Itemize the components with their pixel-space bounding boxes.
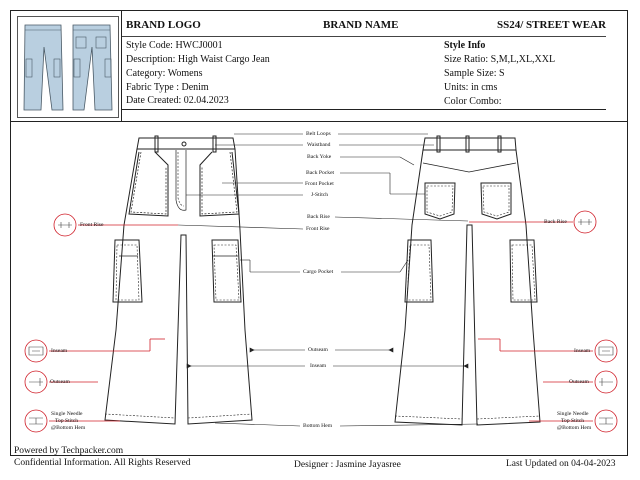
header-bottom-divider bbox=[122, 109, 606, 110]
label-front-pocket: Front Pocket bbox=[305, 181, 334, 187]
jeans-thumbnail-icon bbox=[23, 24, 113, 111]
season-label: SS24/ STREET WEAR bbox=[497, 19, 607, 31]
label-inseam-center: Inseam bbox=[310, 363, 327, 369]
color-combo: Color Combo: bbox=[444, 96, 502, 107]
style-info-title: Style Info bbox=[444, 40, 486, 51]
last-updated: Last Updated on 04-04-2023 bbox=[506, 459, 616, 469]
label-outseam-right: Outseam bbox=[569, 379, 589, 385]
category: Category: Womens bbox=[126, 68, 203, 79]
tech-pack-sheet bbox=[10, 10, 628, 456]
brand-name: BRAND NAME bbox=[323, 19, 399, 31]
label-stitch-right-1: Single Needle bbox=[557, 411, 589, 417]
description: Description: High Waist Cargo Jean bbox=[126, 54, 270, 65]
label-belt-loops: Belt Loops bbox=[306, 131, 331, 137]
measure-glyph-icons bbox=[28, 219, 614, 425]
label-back-rise-right: Back Rise bbox=[544, 219, 567, 225]
label-stitch-left-3: @Bottom Hem bbox=[51, 425, 86, 431]
label-inseam-left: Inseam bbox=[51, 348, 68, 354]
units: Units: in cms bbox=[444, 82, 498, 93]
header-bottom-divider-2 bbox=[10, 121, 628, 122]
confidential-notice: Confidential Information. All Rights Res… bbox=[14, 458, 191, 468]
label-stitch-left-2: Top Stitch bbox=[55, 418, 79, 424]
label-front-rise-center: Front Rise bbox=[306, 226, 330, 232]
brand-logo-text: BRAND LOGO bbox=[126, 19, 201, 31]
measurement-callouts bbox=[24, 210, 618, 433]
front-view-sketch bbox=[104, 135, 253, 425]
sample-size: Sample Size: S bbox=[444, 68, 505, 79]
label-waistband: Waistband bbox=[307, 142, 331, 148]
label-back-pocket: Back Pocket bbox=[306, 170, 335, 176]
header-divider bbox=[122, 36, 606, 37]
powered-by-link[interactable]: Powered by Techpacker.com bbox=[14, 446, 124, 456]
label-j-stitch: J-Stitch bbox=[311, 192, 329, 198]
back-view-sketch bbox=[394, 135, 541, 426]
label-stitch-right-3: @Bottom Hem bbox=[557, 425, 592, 431]
label-front-rise-left: Front Rise bbox=[80, 222, 104, 228]
style-code: Style Code: HWCJ0001 bbox=[126, 40, 223, 51]
thumb-divider bbox=[121, 10, 122, 121]
label-stitch-left-1: Single Needle bbox=[51, 411, 83, 417]
size-ratio: Size Ratio: S,M,L,XL,XXL bbox=[444, 54, 556, 65]
label-back-rise-center: Back Rise bbox=[307, 214, 330, 220]
fabric-type: Fabric Type : Denim bbox=[126, 82, 209, 93]
designer-name: Designer : Jasmine Jayasree bbox=[294, 460, 401, 470]
thumbnail-image bbox=[17, 16, 119, 118]
label-outseam-center: Outseam bbox=[308, 347, 328, 353]
label-back-yoke: Back Yoke bbox=[307, 154, 332, 160]
label-outseam-left: Outseam bbox=[50, 379, 70, 385]
callout-leaders bbox=[177, 133, 479, 427]
label-stitch-right-2: Top Stitch bbox=[561, 418, 585, 424]
label-inseam-right: Inseam bbox=[574, 348, 591, 354]
label-cargo-pocket: Cargo Pocket bbox=[303, 269, 334, 275]
label-bottom-hem: Bottom Hem bbox=[303, 423, 333, 429]
date-created: Date Created: 02.04.2023 bbox=[126, 95, 229, 106]
